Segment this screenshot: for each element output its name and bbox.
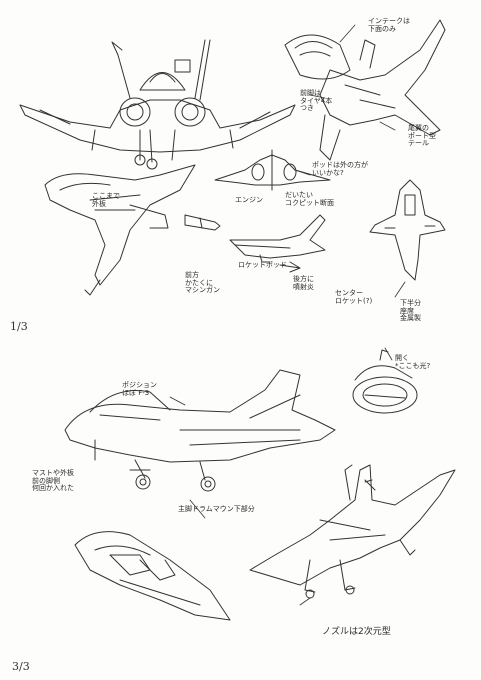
annotation-same-wing: だいたいコクピット断面 <box>285 191 334 207</box>
annotation-tail: 尾翼のポート型テール <box>408 124 436 148</box>
side-view-open-canopy-sketch <box>64 369 336 492</box>
annotation-lower-half: 下半分座席金属製 <box>400 299 421 323</box>
cockpit-interior-sketch <box>74 531 231 621</box>
side-pod-fighter-sketch <box>44 164 196 296</box>
annotation-pod-front: ポッドは外の方がいいかな? <box>312 161 368 177</box>
annotation-landing-gear: 前脚はタイヤ4本つき <box>300 89 333 113</box>
small-top-view-sketch <box>214 149 331 191</box>
annotation-rocket-pod: ロケットポッド <box>238 261 287 269</box>
rocket-pod-sketch <box>184 214 326 273</box>
annotation-main-gear: 主脚ドラムマウン下部分 <box>178 505 255 513</box>
three-quarter-fighter-sketch <box>284 19 446 161</box>
annotation-front-missile: 前方かたくにマシンガン <box>185 271 220 295</box>
annotation-engine: エンジン <box>235 196 263 204</box>
page-number-top: 1/3 <box>10 320 28 333</box>
canopy-detail-sketch <box>352 349 418 414</box>
annotation-nose: ここまで外板 <box>92 192 120 208</box>
annotation-position-f3: ポジションほぼ F-3 <box>122 381 157 397</box>
front-slender-sketch <box>369 179 446 281</box>
annotation-arrows <box>169 24 406 606</box>
annotation-side-note: マストや外板前の脚側何回か入れた <box>32 469 74 493</box>
annotation-center-rocket: センターロケット(?) <box>335 289 373 305</box>
rear-nozzle-fighter-sketch <box>249 464 456 599</box>
annotation-nozzle: ノズルは2次元型 <box>322 627 391 637</box>
front-view-fighter-sketch <box>19 39 296 170</box>
annotation-canopy-note: 開く*ここも光? <box>395 354 431 370</box>
annotation-back-jet: 後方に噴射炎 <box>293 275 314 291</box>
annotation-intake: インテークは下面のみ <box>368 17 410 33</box>
page-number-bottom: 3/3 <box>12 660 30 673</box>
